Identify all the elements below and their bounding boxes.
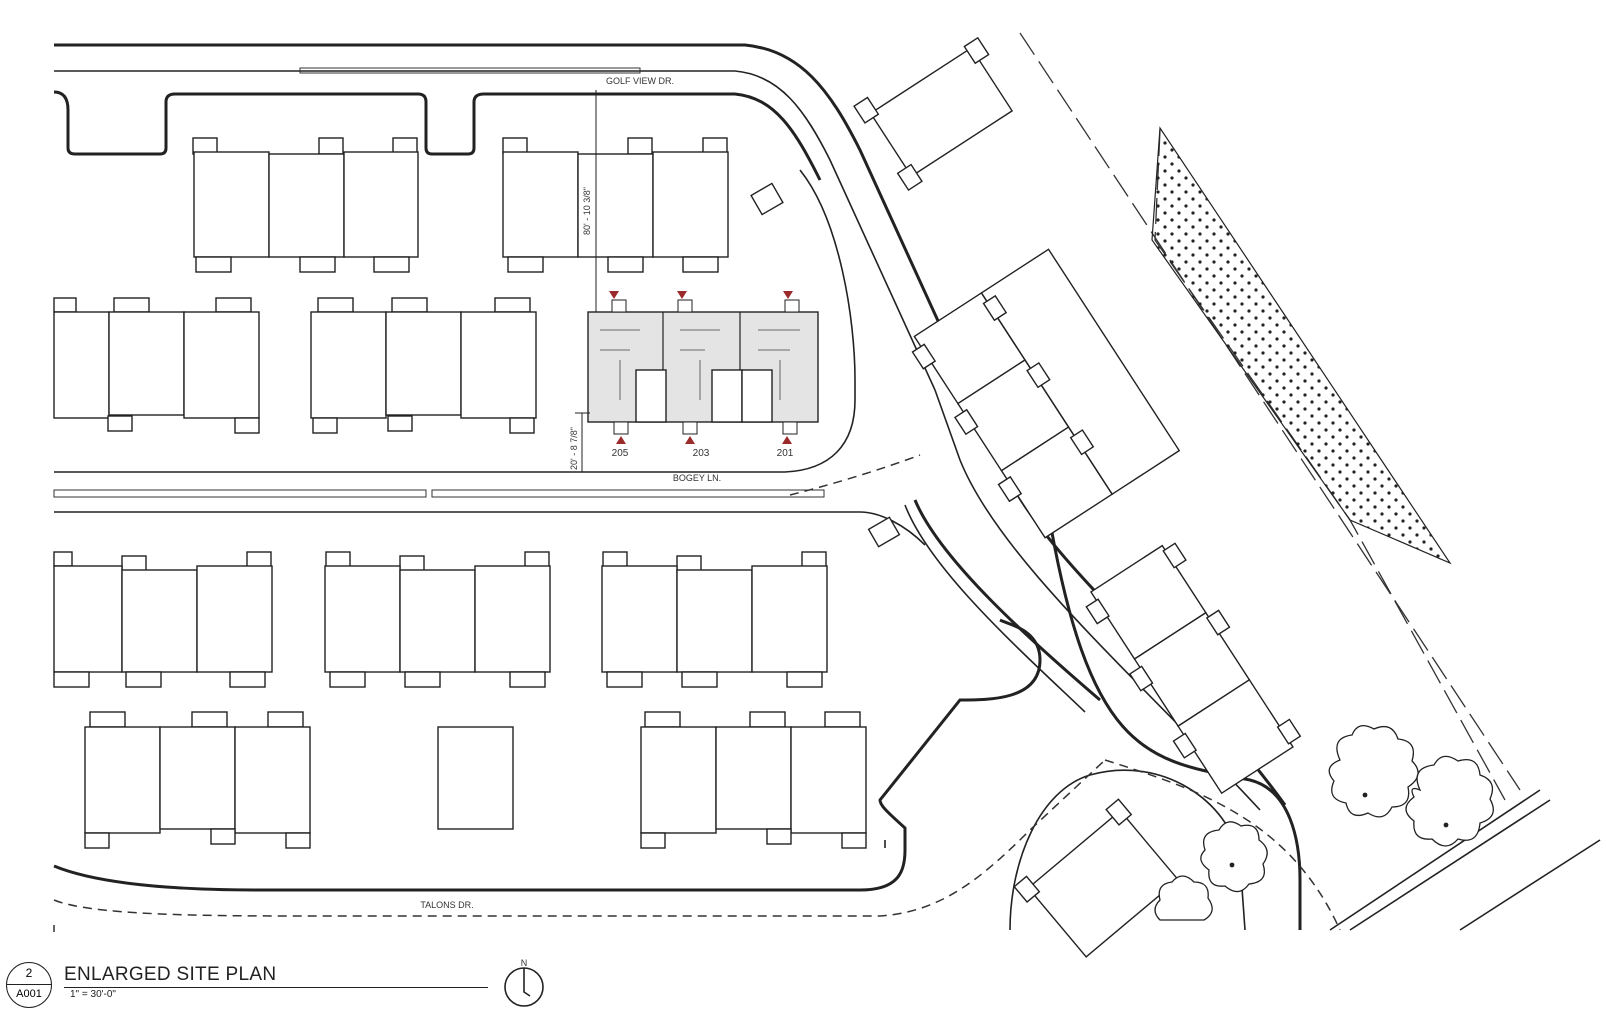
- unit-number: 205: [612, 448, 629, 459]
- drawing-scale: 1" = 30'-0": [70, 989, 116, 1000]
- building-northeast: [853, 36, 1014, 192]
- north-arrow-icon: N: [504, 958, 544, 1007]
- street-label-bogey: BOGEY LN.: [673, 473, 721, 483]
- street-label-golf-view: GOLF VIEW DR.: [606, 76, 674, 86]
- building-row-4-left: [84, 711, 311, 849]
- building-south-corner: [1013, 798, 1180, 958]
- building-southeast-triplex: [1085, 542, 1302, 795]
- drawing-title: ENLARGED SITE PLAN: [64, 964, 277, 985]
- building-row-4-right: [640, 711, 867, 849]
- proposed-triplex: [587, 291, 819, 444]
- sheet-number: A001: [16, 988, 42, 1000]
- building-row-1-left: [192, 137, 419, 273]
- building-east-triplex: [911, 248, 1181, 539]
- golf-view-drive: [53, 43, 967, 391]
- tree-icon: [1328, 724, 1419, 818]
- north-label: N: [521, 958, 528, 968]
- building-row-3-left: [53, 551, 273, 688]
- title-underline: [64, 987, 488, 988]
- unit-number: 203: [693, 448, 710, 459]
- detail-callout: 2 A001: [6, 962, 52, 1008]
- tree-icon: [1154, 875, 1213, 921]
- tree-icon: [1200, 821, 1268, 893]
- dimension-lines: [575, 90, 597, 472]
- property-boundary: [1019, 32, 1601, 931]
- building-row-3-right: [601, 516, 901, 688]
- detail-number: 2: [25, 966, 33, 980]
- tree-icon: [1405, 755, 1494, 847]
- unit-number: 201: [777, 448, 794, 459]
- building-row-1-right: [502, 137, 784, 273]
- building-row-3-middle: [324, 551, 551, 688]
- single-building: [437, 726, 514, 830]
- dimension-setback-label: 20' - 8 7/8": [569, 427, 579, 470]
- street-label-talons: TALONS DR.: [420, 900, 473, 910]
- building-row-2-left: [53, 297, 260, 434]
- dimension-vertical-label: 80' - 10 3/8": [582, 187, 592, 235]
- building-row-2-middle: [310, 297, 537, 434]
- drawing-title-block: 2 A001 ENLARGED SITE PLAN 1" = 30'-0": [0, 958, 560, 1024]
